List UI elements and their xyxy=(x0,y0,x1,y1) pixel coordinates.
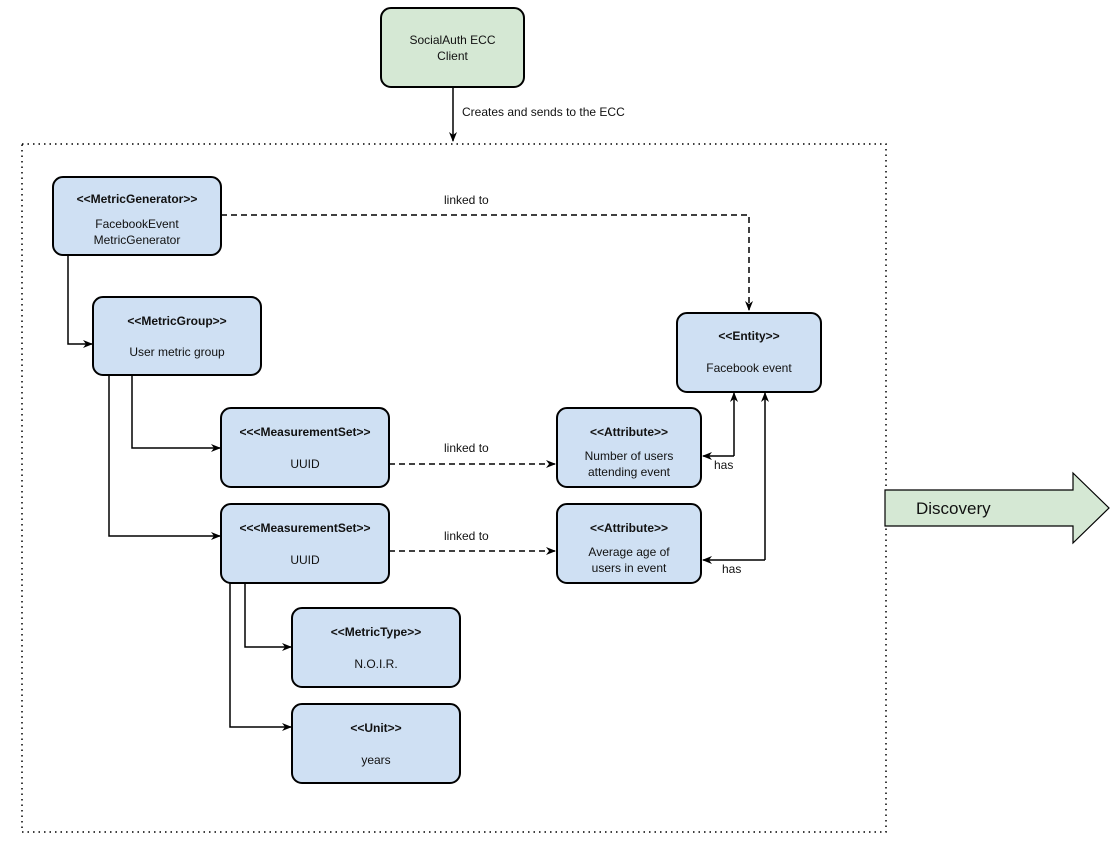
node-unit-name: years xyxy=(361,753,390,767)
node-metric-group-stereotype: <<MetricGroup>> xyxy=(127,314,226,328)
edge-label-has-attribute2: has xyxy=(722,562,741,576)
node-measurement-set-2: <<<MeasurementSet>> UUID xyxy=(220,503,390,584)
edge-set1-to-attribute1: linked to xyxy=(389,441,556,468)
node-unit-stereotype: <<Unit>> xyxy=(350,721,401,735)
node-socialauth-ecc-client: SocialAuth ECC Client xyxy=(380,7,525,88)
discovery-label: Discovery xyxy=(916,499,991,518)
node-entity: <<Entity>> Facebook event xyxy=(676,312,822,393)
edge-attribute2-to-entity: has xyxy=(702,392,769,576)
edge-group-to-set2 xyxy=(108,375,221,540)
edge-generator-to-entity: linked to xyxy=(221,193,753,311)
node-metric-generator-line2: MetricGenerator xyxy=(94,233,181,247)
node-metric-type: <<MetricType>> N.O.I.R. xyxy=(291,607,461,688)
edge-set2-to-metric-type xyxy=(244,583,292,651)
node-measurement-set-2-stereotype: <<<MeasurementSet>> xyxy=(239,521,370,535)
node-metric-group: <<MetricGroup>> User metric group xyxy=(92,296,262,376)
node-measurement-set-1-name: UUID xyxy=(290,457,320,471)
edge-set2-to-unit xyxy=(229,583,292,731)
node-metric-generator-line1: FacebookEvent xyxy=(95,217,179,231)
edge-label-linked-to-attribute1: linked to xyxy=(444,441,489,455)
edge-label-linked-to-entity: linked to xyxy=(444,193,489,207)
node-measurement-set-2-name: UUID xyxy=(290,553,320,567)
node-metric-generator-stereotype: <<MetricGenerator>> xyxy=(77,192,198,206)
node-client-line2: Client xyxy=(437,49,468,63)
node-metric-generator: <<MetricGenerator>> FacebookEvent Metric… xyxy=(52,176,222,256)
node-attribute-1: <<Attribute>> Number of users attending … xyxy=(556,407,702,488)
node-attribute-1-line2: attending event xyxy=(588,465,671,479)
edge-attribute1-to-entity: has xyxy=(702,392,738,472)
node-metric-type-name: N.O.I.R. xyxy=(354,657,397,671)
node-attribute-2-stereotype: <<Attribute>> xyxy=(590,521,668,535)
edge-group-to-set1 xyxy=(131,375,221,452)
node-client-line1: SocialAuth ECC xyxy=(409,33,495,47)
node-unit: <<Unit>> years xyxy=(291,703,461,784)
node-entity-stereotype: <<Entity>> xyxy=(718,329,779,343)
discovery-arrow: Discovery xyxy=(884,471,1110,545)
node-attribute-2-line2: users in event xyxy=(592,561,667,575)
node-attribute-1-line1: Number of users xyxy=(585,449,674,463)
node-measurement-set-1: <<<MeasurementSet>> UUID xyxy=(220,407,390,488)
node-measurement-set-1-stereotype: <<<MeasurementSet>> xyxy=(239,425,370,439)
edge-set2-to-attribute2: linked to xyxy=(389,529,556,555)
node-attribute-2-line1: Average age of xyxy=(588,545,670,559)
node-metric-group-name: User metric group xyxy=(129,345,225,359)
edge-client-to-ecc: Creates and sends to the ECC xyxy=(449,87,625,142)
node-attribute-2: <<Attribute>> Average age of users in ev… xyxy=(556,503,702,584)
node-attribute-1-stereotype: <<Attribute>> xyxy=(590,425,668,439)
edge-generator-to-group xyxy=(67,255,93,348)
edge-label-has-attribute1: has xyxy=(714,458,733,472)
node-metric-type-stereotype: <<MetricType>> xyxy=(331,625,422,639)
node-entity-name: Facebook event xyxy=(706,361,792,375)
edge-label-creates-and-sends: Creates and sends to the ECC xyxy=(462,105,625,119)
edge-label-linked-to-attribute2: linked to xyxy=(444,529,489,543)
